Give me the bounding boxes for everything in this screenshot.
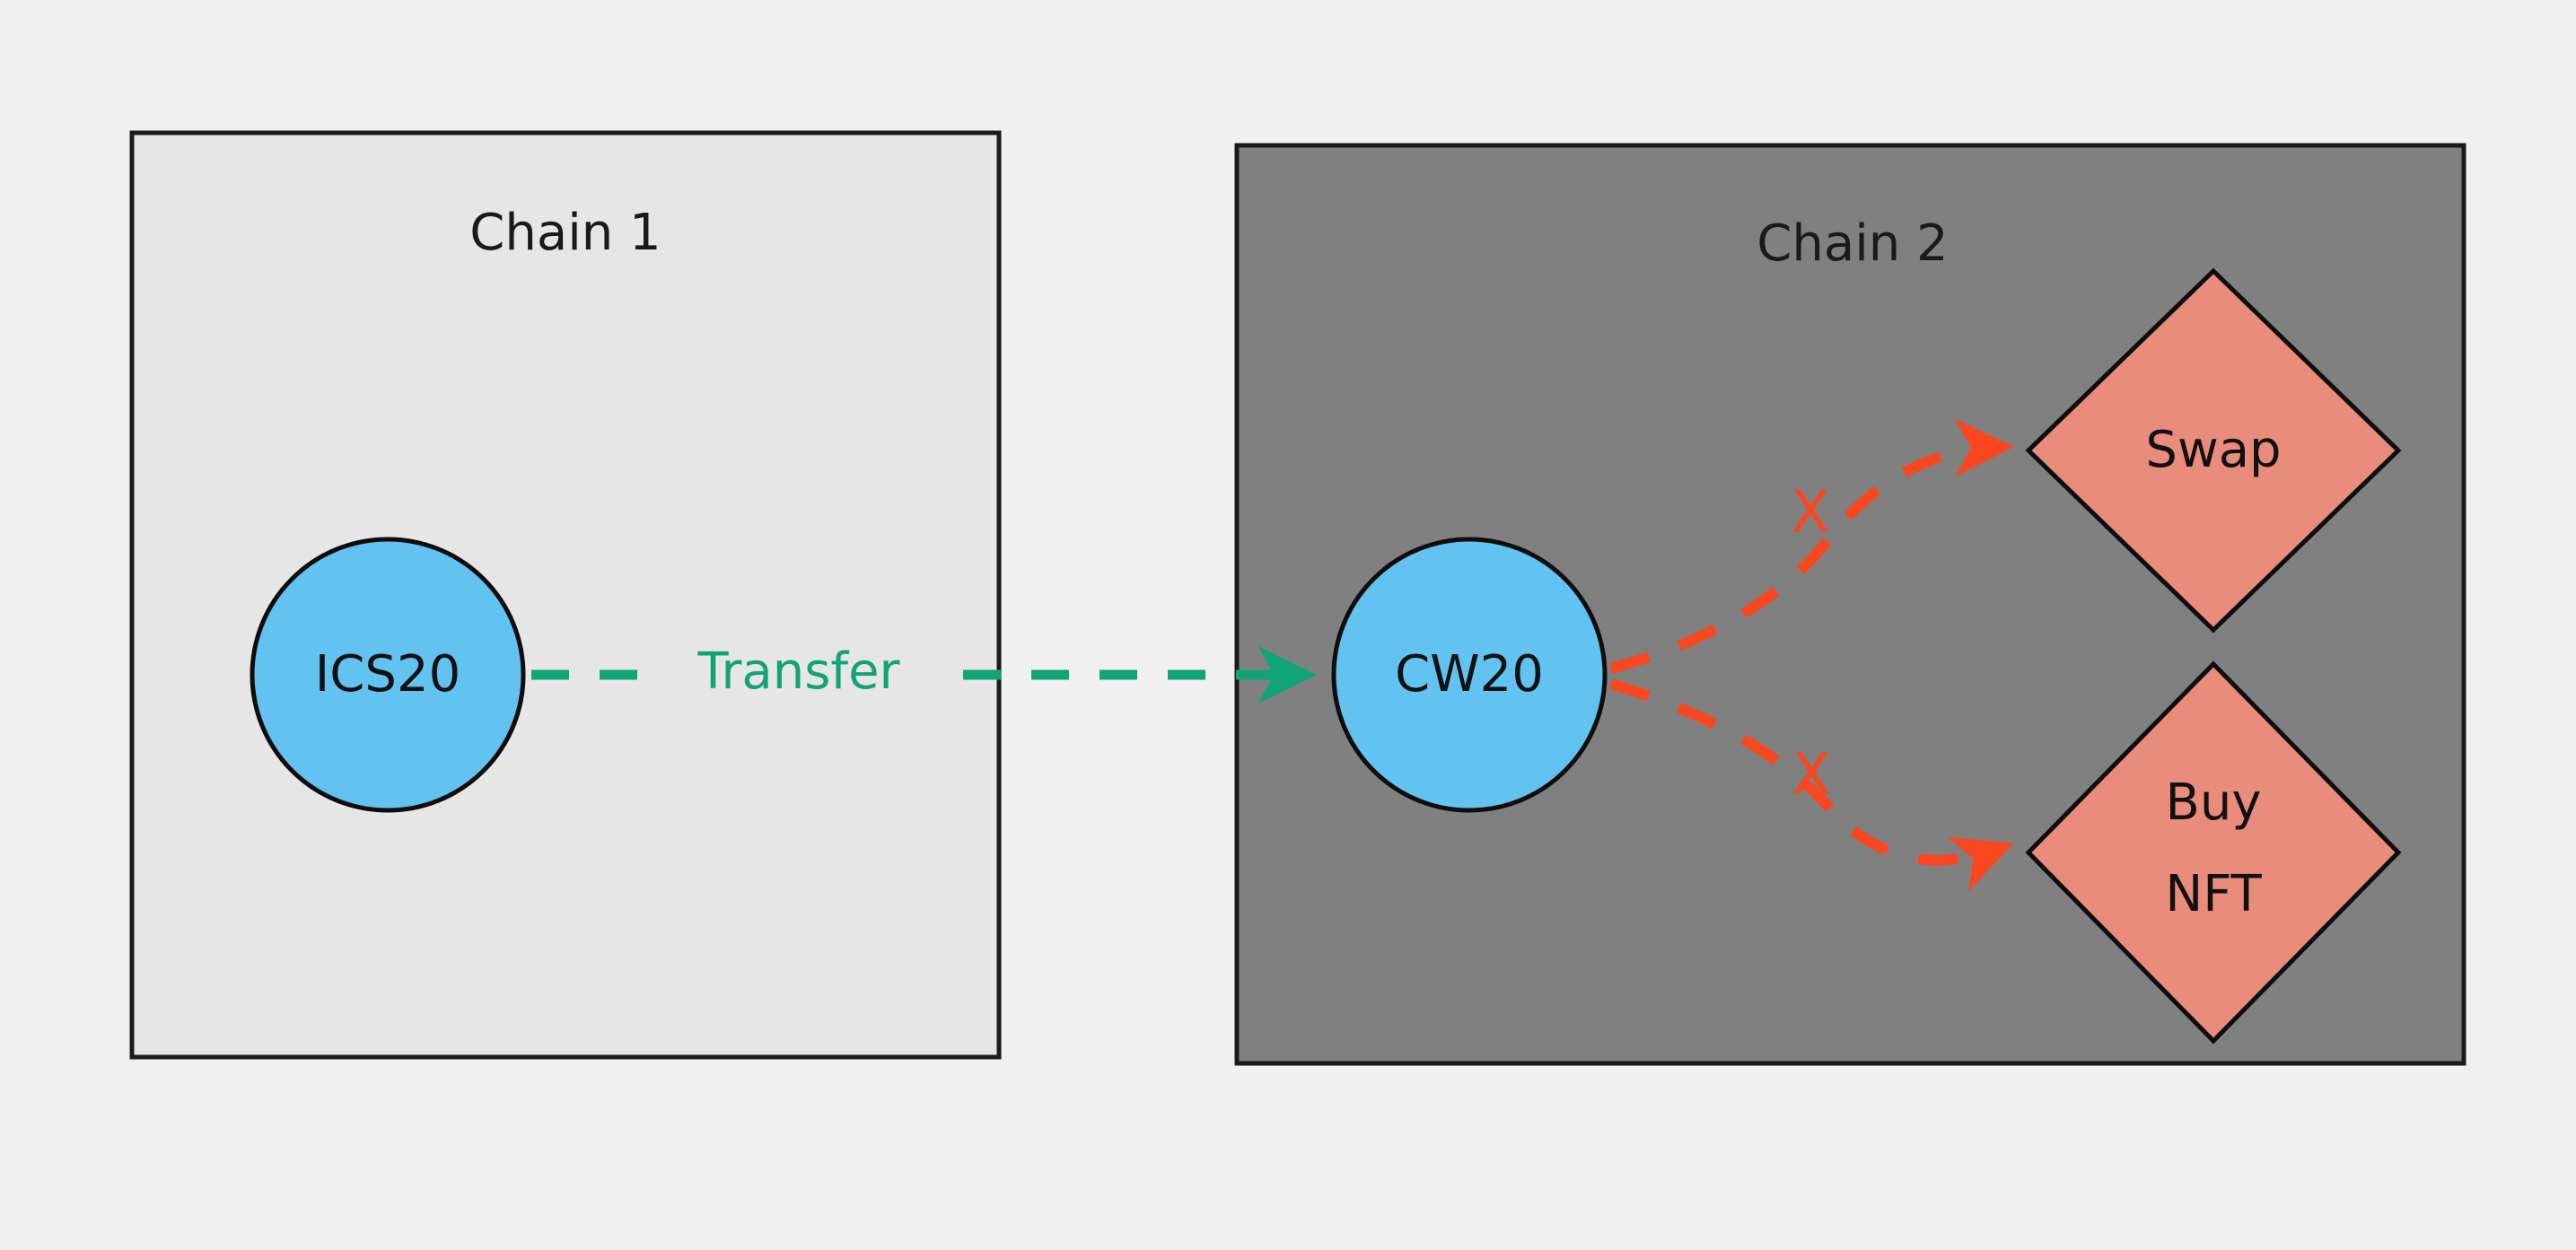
edge-transfer-label: Transfer <box>697 642 900 701</box>
swap-diamond <box>2025 267 2402 634</box>
cw20-circle <box>1331 537 1608 813</box>
ics20-label: ICS20 <box>315 645 460 704</box>
node-cw20[interactable]: CW20 <box>1331 537 1608 813</box>
node-ics20[interactable]: ICS20 <box>250 537 526 813</box>
edge-cw20-to-buy-nft[interactable]: X <box>1609 678 2014 892</box>
swap-label: Swap <box>2145 421 2281 479</box>
edge-cw20-to-buy-nft-line <box>1609 678 2014 892</box>
edge-cw20-to-swap[interactable]: X <box>1609 418 2014 674</box>
buy-nft-label-line-1: Buy <box>2165 774 2261 832</box>
node-swap[interactable]: Swap <box>2025 267 2402 634</box>
cw20-label: CW20 <box>1395 645 1544 704</box>
edge-transfer[interactable]: Transfer <box>531 642 1317 704</box>
edge-cw20-to-swap-line <box>1609 418 2014 674</box>
chain1-container: Chain 1 <box>129 130 1002 1060</box>
edge-cw20-to-buy-nft-blocked-icon: X <box>1792 742 1831 809</box>
chain1-label: Chain 1 <box>469 204 661 262</box>
chain1-box <box>129 130 1002 1060</box>
buy-nft-label-line-2: NFT <box>2165 865 2262 923</box>
chain2-label: Chain 2 <box>1757 214 1948 273</box>
node-buy-nft[interactable]: Buy NFT <box>2025 660 2402 1045</box>
ics20-circle <box>250 537 526 813</box>
buy-nft-diamond <box>2025 660 2402 1045</box>
edge-cw20-to-swap-blocked-icon: X <box>1791 480 1830 546</box>
